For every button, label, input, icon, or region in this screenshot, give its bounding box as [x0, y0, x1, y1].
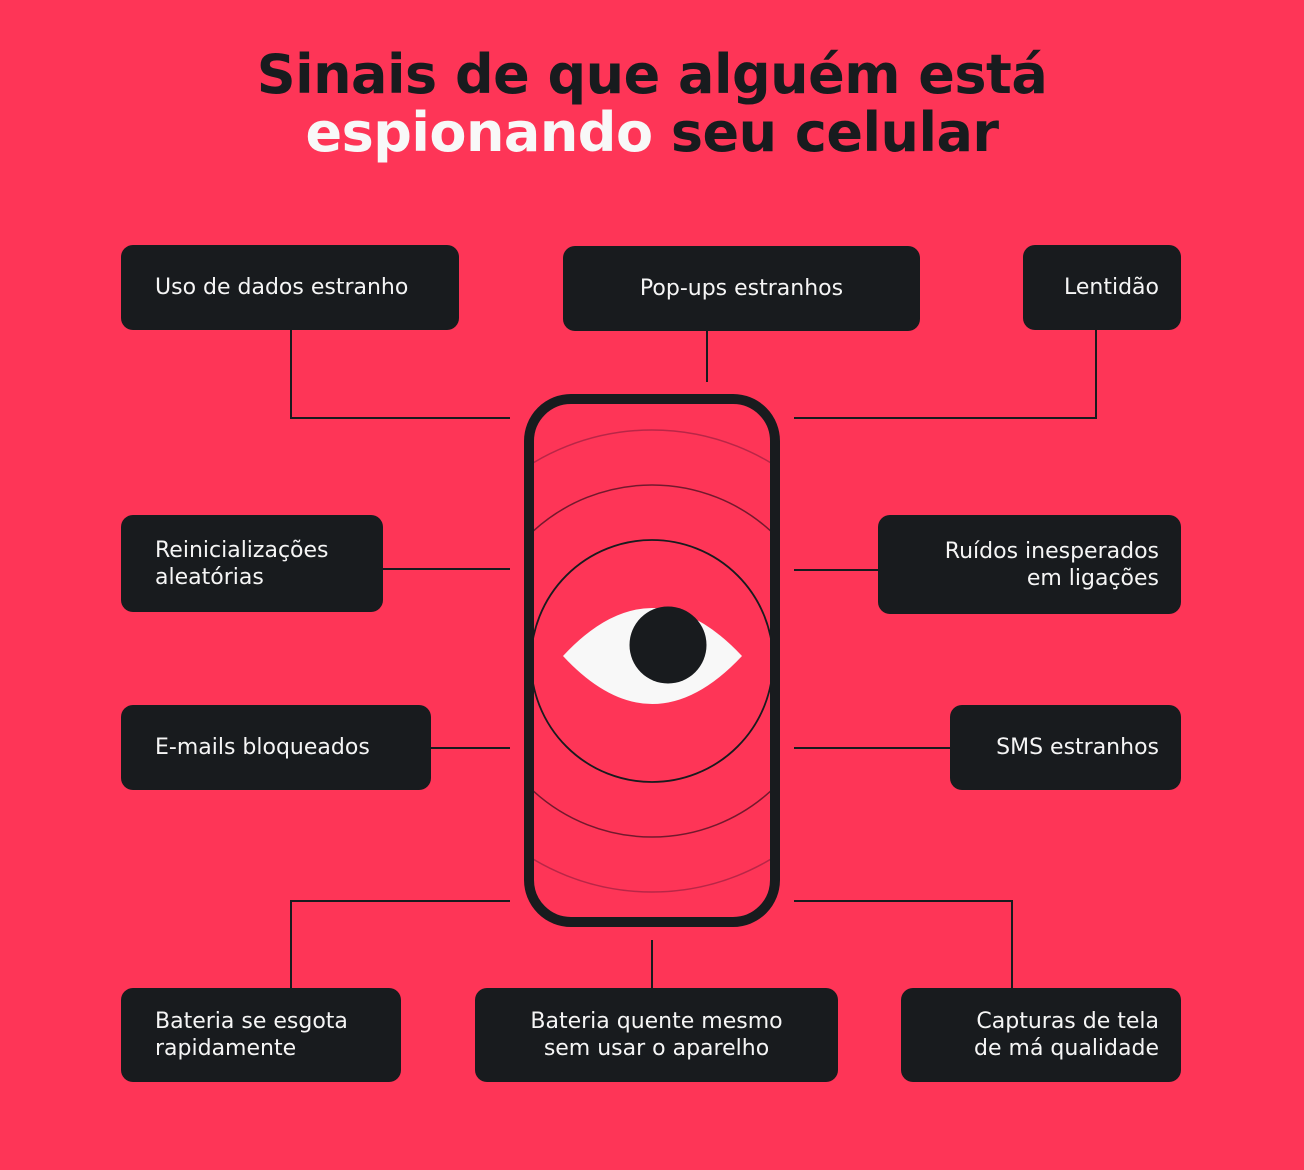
title-line-2-rest: seu celular: [652, 101, 999, 164]
title-highlight: espionando: [305, 101, 653, 164]
sign-ruidos: Ruídos inesperados em ligações: [878, 515, 1181, 614]
page-title: Sinais de que alguém está espionando seu…: [0, 46, 1304, 162]
phone-icon: [524, 394, 780, 927]
sign-uso-de-dados: Uso de dados estranho: [121, 245, 459, 330]
sign-label: Pop-ups estranhos: [639, 276, 844, 301]
title-line-2: espionando seu celular: [0, 104, 1304, 162]
eye-icon: [563, 606, 742, 704]
sign-sms: SMS estranhos: [950, 705, 1181, 790]
sign-pop-ups: Pop-ups estranhos: [563, 246, 920, 331]
connector-bateria-esgota: [290, 900, 510, 988]
eye-pupil: [629, 606, 707, 684]
sign-label: Capturas de tela de má qualidade: [974, 1009, 1159, 1061]
connector-uso-de-dados: [290, 330, 510, 419]
sign-bateria-quente: Bateria quente mesmo sem usar o aparelho: [475, 988, 838, 1082]
sign-e-mails: E-mails bloqueados: [121, 705, 431, 790]
connector-lines: [290, 330, 1097, 988]
connector-capturas: [794, 900, 1013, 988]
sign-label: SMS estranhos: [996, 735, 1159, 760]
sign-lentidao: Lentidão: [1023, 245, 1181, 330]
sign-capturas: Capturas de tela de má qualidade: [901, 988, 1181, 1082]
signal-ring-middle: [534, 484, 770, 838]
sign-label: Bateria se esgota rapidamente: [155, 1009, 348, 1061]
sign-reinicializacoes: Reinicializações aleatórias: [121, 515, 383, 612]
sign-label: E-mails bloqueados: [155, 735, 370, 760]
sign-label: Bateria quente mesmo sem usar o aparelho: [530, 1009, 783, 1061]
sign-label: Reinicializações aleatórias: [155, 537, 329, 590]
phone-frame: [524, 394, 780, 927]
sign-label: Lentidão: [1064, 275, 1159, 300]
title-line-1: Sinais de que alguém está: [256, 43, 1048, 106]
sign-bateria-esgota: Bateria se esgota rapidamente: [121, 988, 401, 1082]
signal-ring-inner: [534, 539, 770, 783]
sign-label: Uso de dados estranho: [155, 275, 409, 300]
sign-label: Ruídos inesperados em ligações: [944, 538, 1159, 591]
connector-lentidao: [794, 330, 1097, 419]
signal-ring-outer: [534, 429, 770, 893]
